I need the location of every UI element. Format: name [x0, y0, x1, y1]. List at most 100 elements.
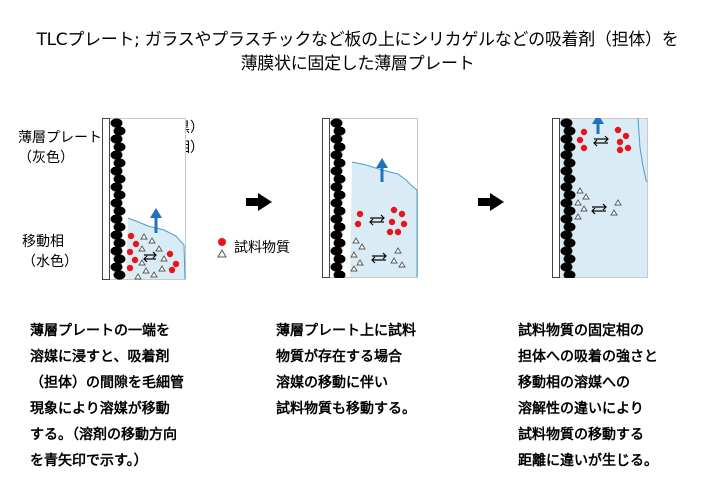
- sample-triangles: [134, 233, 168, 280]
- carrier-bead: [330, 182, 343, 192]
- carrier-bead: [563, 126, 576, 136]
- carrier-beads: [330, 118, 346, 278]
- step-arrow-1-icon: [246, 193, 272, 211]
- solvent-front: [351, 161, 418, 277]
- step-2-line: 薄層プレート上に試料: [276, 323, 416, 339]
- carrier-bead: [563, 206, 576, 216]
- mobile-label-line-2: （水色）: [22, 254, 78, 270]
- plate-backing: [322, 118, 330, 278]
- carrier-bead: [330, 134, 343, 144]
- mobile-phase-label: 移動相 （水色）: [22, 232, 78, 272]
- carrier-bead: [563, 254, 576, 264]
- panel-step-2: [322, 118, 418, 278]
- carrier-bead: [560, 150, 573, 160]
- panel-step-3: [552, 118, 648, 278]
- flow-arrow-icon: [592, 118, 604, 134]
- carrier-beads: [560, 118, 576, 278]
- exchange-icon-upper: [593, 135, 609, 147]
- mobile-label-line-1: 移動相: [22, 234, 64, 250]
- step-1-line: 薄層プレートの一端を: [30, 323, 170, 339]
- carrier-bead: [563, 174, 576, 184]
- plate-label-line-2: （灰色）: [18, 150, 74, 166]
- panel-step-1: [102, 118, 186, 280]
- solvent-front: [637, 118, 648, 183]
- diagram-title: TLCプレート; ガラスやプラスチックなど板の上にシリカゲルなどの吸着剤（担体）…: [0, 28, 715, 76]
- step-3-line: 移動相の溶媒への: [518, 375, 630, 391]
- step-3-line: 溶解性の違いにより: [518, 401, 644, 417]
- carrier-bead: [110, 166, 123, 176]
- carrier-bead: [333, 190, 346, 200]
- step-1-description: 薄層プレートの一端を 溶媒に浸すと、吸着剤 （担体）の間隙を毛細管 現象により溶…: [30, 318, 184, 474]
- flow-arrow-icon: [376, 158, 388, 182]
- solvent-region: [350, 162, 417, 277]
- step-3-description: 試料物質の固定相の 担体への吸着の強さと 移動相の溶媒への 溶解性の違いにより …: [518, 318, 658, 474]
- carrier-bead: [110, 150, 123, 160]
- carrier-bead: [333, 142, 346, 152]
- carrier-bead: [113, 190, 126, 200]
- carrier-bead: [563, 238, 576, 248]
- carrier-bead: [330, 230, 343, 240]
- carrier-bead: [330, 262, 343, 272]
- carrier-bead: [110, 134, 123, 144]
- carrier-beads: [110, 118, 126, 280]
- carrier-bead: [560, 166, 573, 176]
- plate-label-line-1: 薄層プレート: [18, 130, 102, 146]
- carrier-bead: [333, 254, 346, 264]
- carrier-bead: [110, 198, 123, 208]
- carrier-bead: [110, 214, 123, 224]
- carrier-bead: [113, 206, 126, 216]
- carrier-bead: [113, 238, 126, 248]
- step-3-line: 担体への吸着の強さと: [518, 349, 658, 365]
- exchange-icon-lower: [371, 252, 387, 264]
- carrier-bead: [330, 166, 343, 176]
- carrier-bead: [560, 214, 573, 224]
- plate-label: 薄層プレート （灰色）: [18, 128, 102, 168]
- sample-dots: [576, 126, 632, 154]
- carrier-bead: [330, 150, 343, 160]
- carrier-bead: [563, 190, 576, 200]
- step-arrow-2-icon: [478, 193, 504, 211]
- carrier-bead: [560, 198, 573, 208]
- carrier-bead: [113, 158, 126, 168]
- carrier-bead: [110, 262, 123, 272]
- step-1-line: （担体）の間隙を毛細管: [30, 375, 184, 391]
- step-3-line: 試料物質の固定相の: [518, 323, 644, 339]
- sample-triangles: [574, 187, 622, 220]
- plate-backing: [102, 118, 110, 280]
- carrier-bead: [560, 182, 573, 192]
- carrier-bead: [113, 222, 126, 232]
- carrier-bead: [563, 158, 576, 168]
- title-line-2: 薄膜状に固定した薄層プレート: [240, 54, 475, 74]
- step-2-line: 溶媒の移動に伴い: [276, 375, 388, 391]
- carrier-bead: [333, 238, 346, 248]
- step-2-description: 薄層プレート上に試料 物質が存在する場合 溶媒の移動に伴い 試料物質も移動する。: [276, 318, 416, 422]
- carrier-bead: [563, 142, 576, 152]
- carrier-bead: [560, 134, 573, 144]
- step-1-line: 溶媒に浸すと、吸着剤: [30, 349, 170, 365]
- carrier-bead: [113, 270, 126, 280]
- carrier-bead: [110, 230, 123, 240]
- carrier-bead: [330, 118, 343, 128]
- step-3-line: 試料物質の移動する: [518, 427, 644, 443]
- title-line-1: TLCプレート; ガラスやプラスチックなど板の上にシリカゲルなどの吸着剤（担体）…: [36, 30, 679, 50]
- step-1-line: を青矢印で示す。）: [30, 453, 148, 469]
- carrier-bead: [113, 142, 126, 152]
- plate-backing: [552, 118, 560, 278]
- carrier-bead: [330, 198, 343, 208]
- step-2-line: 物質が存在する場合: [276, 349, 402, 365]
- carrier-bead: [560, 246, 573, 256]
- carrier-bead: [113, 254, 126, 264]
- carrier-bead: [563, 270, 576, 278]
- carrier-bead: [560, 118, 573, 128]
- carrier-bead: [110, 118, 123, 128]
- sample-triangles: [350, 237, 406, 272]
- sample-legend-icon: [217, 238, 227, 258]
- carrier-bead: [113, 174, 126, 184]
- exchange-icon: [143, 251, 157, 263]
- carrier-bead: [333, 174, 346, 184]
- carrier-bead: [560, 262, 573, 272]
- carrier-bead: [113, 126, 126, 136]
- solvent-front: [127, 217, 186, 280]
- carrier-bead: [333, 126, 346, 136]
- sample-dots: [126, 232, 180, 274]
